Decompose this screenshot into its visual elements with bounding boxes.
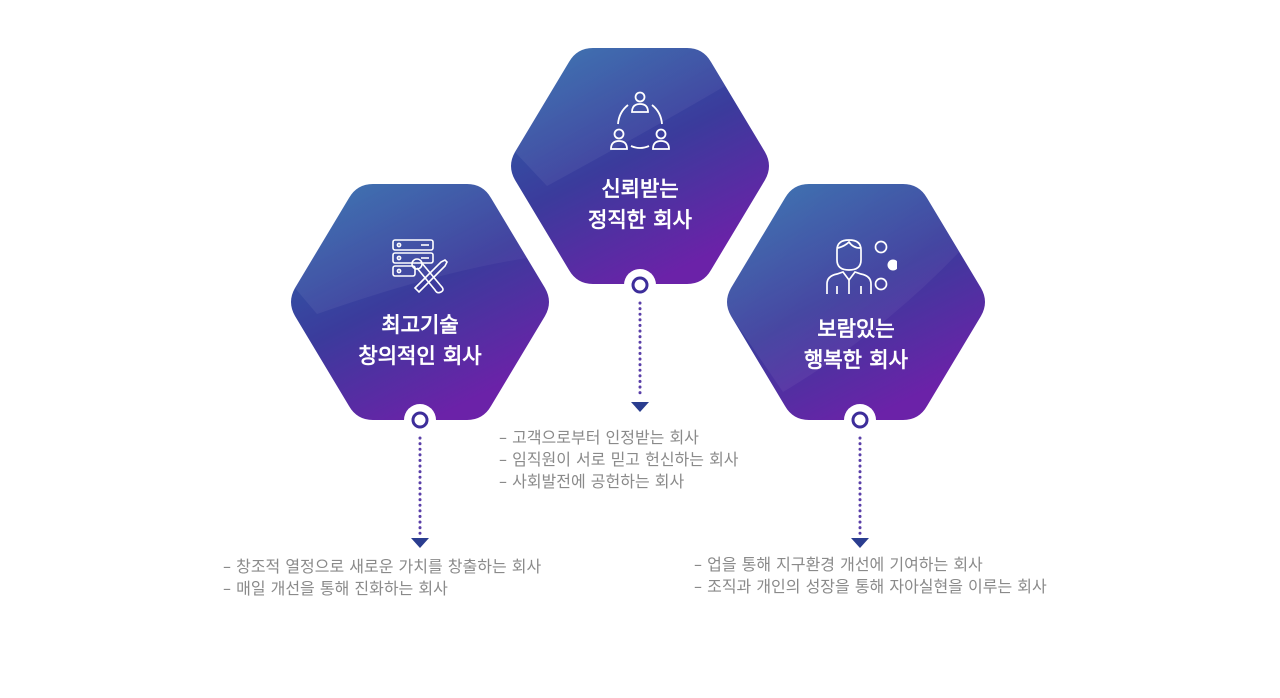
description-item: 사회발전에 공헌하는 회사 — [499, 471, 739, 493]
description-item: 업을 통해 지구환경 개선에 기여하는 회사 — [694, 554, 1047, 576]
arrow-down-icon — [851, 538, 869, 548]
description-item: 창조적 열정으로 새로운 가치를 창출하는 회사 — [223, 556, 541, 578]
value-title: 최고기술 창의적인 회사 — [358, 313, 482, 368]
description-list-tech: 창조적 열정으로 새로운 가치를 창출하는 회사 매일 개선을 통해 진화하는 … — [223, 556, 541, 600]
value-hexagon-tech: 최고기술 창의적인 회사 — [287, 182, 553, 422]
value-title: 보람있는 행복한 회사 — [804, 317, 908, 372]
server-tools-icon — [392, 239, 448, 294]
hexagon-shape — [291, 184, 549, 420]
value-hexagon-trust: 신뢰받는 정직한 회사 — [507, 46, 773, 286]
value-title: 신뢰받는 정직한 회사 — [588, 177, 692, 232]
description-item: 임직원이 서로 믿고 헌신하는 회사 — [499, 449, 738, 471]
description-list-trust: 고객으로부터 인정받는 회사 임직원이 서로 믿고 헌신하는 회사 사회발전에 … — [499, 427, 739, 493]
person-bubbles-icon — [826, 239, 897, 294]
connector-happy — [844, 404, 876, 548]
connector-trust — [624, 269, 656, 412]
description-list-happy: 업을 통해 지구환경 개선에 기여하는 회사 조직과 개인의 성장을 통해 자아… — [694, 554, 1047, 598]
arrow-down-icon — [631, 402, 649, 412]
arrow-down-icon — [411, 538, 429, 548]
hexagon-shape — [511, 48, 769, 284]
value-hexagon-happy: 보람있는 행복한 회사 — [723, 182, 989, 422]
hexagon-shape — [727, 184, 985, 420]
description-item: 조직과 개인의 성장을 통해 자아실현을 이루는 회사 — [694, 576, 1047, 598]
people-network-icon — [610, 91, 670, 150]
description-item: 고객으로부터 인정받는 회사 — [499, 427, 739, 449]
connector-tech — [404, 404, 436, 548]
description-item: 매일 개선을 통해 진화하는 회사 — [223, 578, 541, 600]
